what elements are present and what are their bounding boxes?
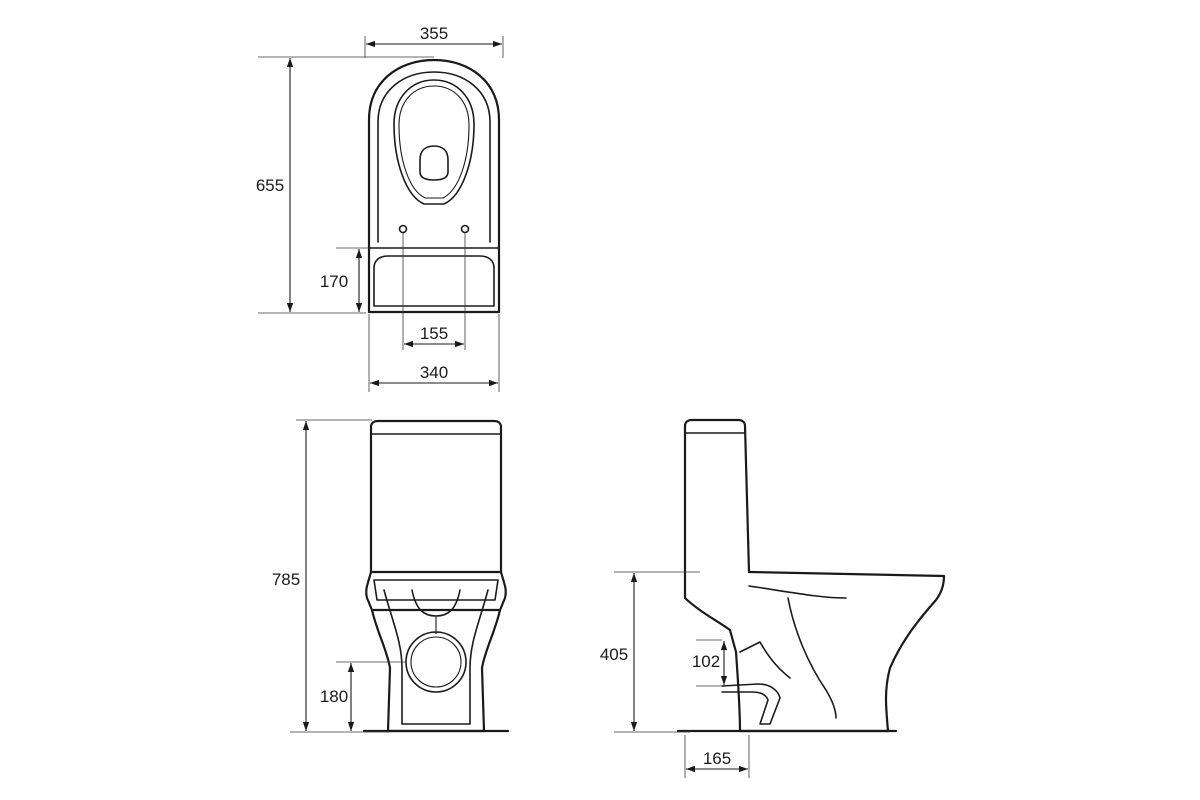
dim-outlet-height: 180 (320, 687, 348, 706)
dim-outlet-offset: 165 (703, 749, 731, 768)
bowl-collar (365, 570, 507, 612)
outlet-pipe (721, 683, 781, 725)
bowl-inner-wall (787, 597, 837, 719)
side-view: 405 102 165 (600, 418, 946, 778)
bowl-opening (393, 79, 475, 205)
bowl-rim (748, 585, 847, 599)
tank-side-outline (683, 418, 751, 574)
dim-bolt-spacing: 155 (420, 324, 448, 343)
bowl-opening-inner (398, 85, 470, 199)
tank-lid (373, 255, 495, 307)
front-view: 785 180 (272, 419, 510, 733)
trapway (739, 641, 791, 679)
dim-overall-width: 355 (420, 24, 448, 43)
top-view: 355 655 170 155 340 (256, 24, 504, 392)
dim-total-height: 785 (272, 570, 300, 589)
dim-tank-width: 340 (420, 363, 448, 382)
pedestal-inner (383, 589, 489, 725)
bowl-inner-rim (377, 71, 491, 243)
dim-seat-height: 405 (600, 645, 628, 664)
tank-top-outline (367, 246, 501, 314)
dim-overall-length: 655 (256, 176, 284, 195)
bowl-side-outline (683, 570, 946, 733)
bowl-outline (367, 58, 501, 250)
bolt-hole-left (398, 224, 408, 234)
dim-tank-depth: 170 (320, 272, 348, 291)
collar-inner (373, 579, 499, 601)
outlet-circle (405, 631, 467, 693)
trap-shape (411, 589, 461, 617)
bolt-hole-right (460, 224, 470, 234)
water-spot (419, 145, 449, 181)
dim-outlet-diameter: 102 (692, 652, 720, 671)
tank-front-outline (369, 419, 503, 574)
